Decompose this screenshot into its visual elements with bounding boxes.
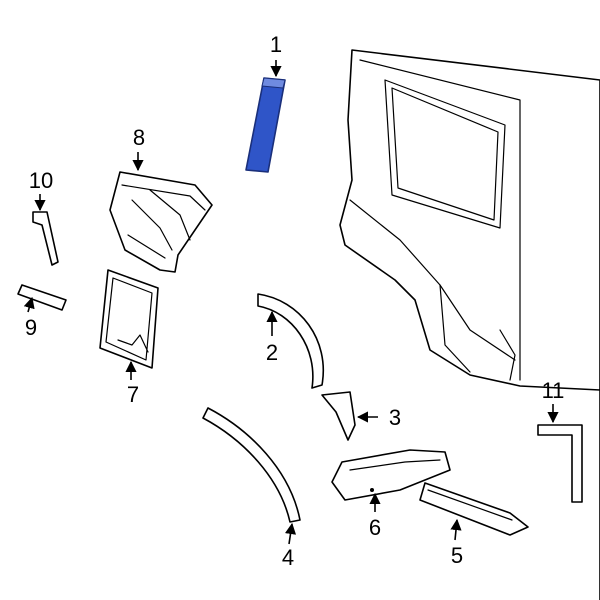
callout-1: 1 xyxy=(270,32,282,57)
part-5-step-molding xyxy=(419,482,529,536)
side-body-panel xyxy=(339,49,600,600)
callout-8: 8 xyxy=(133,125,145,150)
callout-2: 2 xyxy=(266,340,278,365)
part-6-step-bracket xyxy=(331,449,451,501)
part-2-wheel-arch xyxy=(257,293,325,389)
part-8-bracket xyxy=(109,171,213,273)
callout-11: 11 xyxy=(542,378,565,403)
leader-arrows xyxy=(23,60,559,545)
leader-4 xyxy=(284,522,297,545)
callout-10: 10 xyxy=(29,168,53,193)
leader-5 xyxy=(450,518,462,541)
callout-9: 9 xyxy=(25,315,37,340)
part-9-plate xyxy=(17,284,67,311)
callout-3: 3 xyxy=(389,405,401,430)
part-1-pillar-trim[interactable] xyxy=(245,77,286,173)
callout-5: 5 xyxy=(451,543,463,568)
callout-7: 7 xyxy=(127,382,139,407)
part-10-small-bracket xyxy=(32,211,59,266)
callout-labels: 1 2 3 4 5 6 7 8 9 10 11 xyxy=(25,32,565,570)
part-11-l-trim xyxy=(537,424,583,503)
leader-9 xyxy=(23,296,35,313)
callout-4: 4 xyxy=(282,545,294,570)
part-7-mud-flap xyxy=(99,269,159,369)
callout-6: 6 xyxy=(369,515,381,540)
part-3-molding xyxy=(321,391,356,441)
part-4-arch-trim xyxy=(202,407,301,523)
